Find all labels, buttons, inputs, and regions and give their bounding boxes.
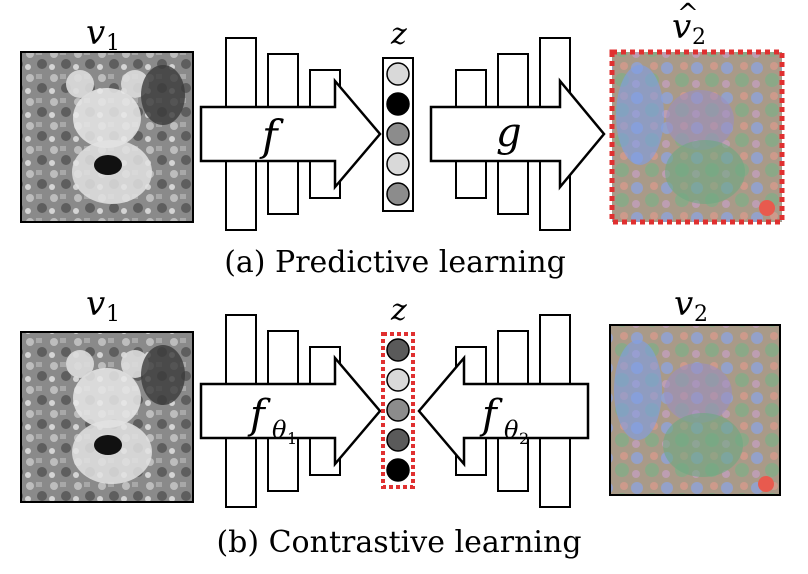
output-sub-a: 2: [692, 25, 706, 50]
latent-units-a: [386, 62, 410, 206]
output-label-b: v: [674, 284, 693, 324]
output-sub-b: 2: [694, 302, 708, 327]
latent-unit: [386, 62, 410, 86]
decoder-label-a: g: [496, 110, 522, 156]
latent-label-a: z: [390, 17, 407, 52]
latent-units-b: [386, 338, 410, 482]
caption-b: (b) Contrastive learning: [216, 525, 581, 560]
input-image-b: [20, 331, 194, 503]
output-highlight-a: [609, 49, 785, 225]
output-hat-a: ^: [677, 0, 699, 29]
latent-label-b: z: [390, 293, 407, 328]
encoder-sub-b: θ: [272, 416, 287, 444]
input-label-b: v: [86, 284, 105, 324]
output-image-a: [609, 49, 785, 225]
caption-a: (a) Predictive learning: [224, 245, 566, 280]
latent-unit: [386, 122, 410, 146]
panel-a: v 1 f z g v: [20, 0, 785, 280]
latent-unit: [386, 398, 410, 422]
input-image-a: [20, 51, 194, 223]
latent-unit: [386, 458, 410, 482]
latent-unit: [386, 338, 410, 362]
latent-unit: [386, 152, 410, 176]
encoder-subsub-b: 1: [287, 429, 297, 448]
decoder-arrow-b: [417, 354, 590, 468]
output-label-a: v: [672, 7, 691, 47]
decoder-sub-b: θ: [504, 416, 519, 444]
encoder-arrow-b: [199, 354, 382, 468]
encoder-arrow-a: [199, 77, 382, 191]
input-sub-b: 1: [106, 302, 120, 327]
latent-unit: [386, 368, 410, 392]
latent-unit: [386, 92, 410, 116]
latent-unit: [386, 182, 410, 206]
panel-b: v 1 f θ 1 z f θ 2: [20, 284, 781, 560]
decoder-subsub-b: 2: [519, 429, 529, 448]
input-sub-a: 1: [106, 31, 120, 56]
latent-unit: [386, 428, 410, 452]
decoder-arrow-a: [429, 77, 606, 191]
output-image-b: [609, 324, 781, 496]
input-label-a: v: [86, 13, 105, 53]
